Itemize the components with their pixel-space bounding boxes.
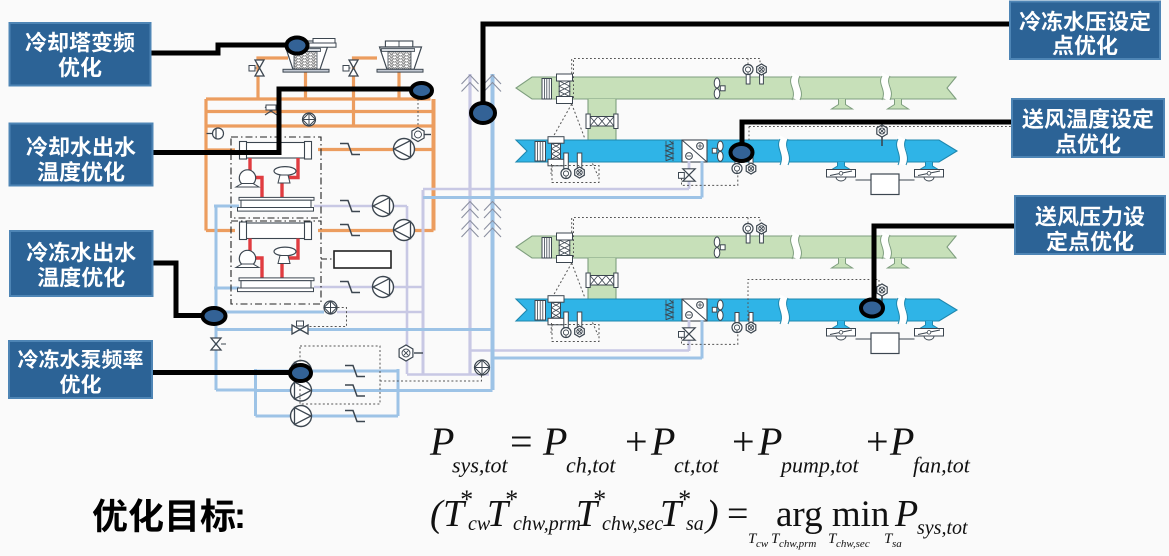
svg-text:): ) xyxy=(704,493,719,535)
svg-text:=: = xyxy=(727,493,748,535)
svg-text:T: T xyxy=(884,531,894,547)
svg-text:sys,tot: sys,tot xyxy=(917,517,968,539)
svg-text:P: P xyxy=(429,419,454,464)
svg-text:P: P xyxy=(650,419,675,464)
svg-text:T: T xyxy=(660,493,684,535)
svg-text:chw,sec: chw,sec xyxy=(602,513,663,535)
svg-text:chw,prm: chw,prm xyxy=(513,513,581,535)
svg-text:T: T xyxy=(443,493,467,535)
svg-text:sa: sa xyxy=(686,513,704,535)
svg-text:T: T xyxy=(828,531,838,547)
svg-text:=: = xyxy=(510,419,533,464)
svg-text:sa: sa xyxy=(892,538,902,550)
svg-text:P: P xyxy=(889,419,914,464)
svg-text:ct,tot: ct,tot xyxy=(674,453,719,478)
svg-text:arg min: arg min xyxy=(776,494,889,535)
svg-text:+: + xyxy=(625,419,648,464)
svg-text:*: * xyxy=(677,485,690,514)
svg-text:T: T xyxy=(487,493,511,535)
svg-text:*: * xyxy=(592,485,605,514)
svg-text:+: + xyxy=(732,419,755,464)
svg-text:cw: cw xyxy=(756,538,769,550)
svg-text:*: * xyxy=(459,485,472,514)
svg-text:ch,tot: ch,tot xyxy=(566,453,616,478)
svg-text:(: ( xyxy=(430,493,445,535)
svg-text::: : xyxy=(234,495,246,536)
svg-text:chw,prm: chw,prm xyxy=(779,538,816,550)
svg-text:cw: cw xyxy=(468,513,491,535)
svg-text:P: P xyxy=(757,419,782,464)
svg-text:fan,tot: fan,tot xyxy=(913,453,971,478)
svg-text:T: T xyxy=(771,531,781,547)
svg-text:T: T xyxy=(576,493,600,535)
svg-text:*: * xyxy=(504,485,517,514)
svg-text:pump,tot: pump,tot xyxy=(779,453,860,478)
svg-text:P: P xyxy=(894,493,918,535)
svg-text:sys,tot: sys,tot xyxy=(452,453,509,478)
svg-text:+: + xyxy=(866,419,889,464)
svg-text:T: T xyxy=(748,531,758,547)
svg-text:chw,sec: chw,sec xyxy=(836,538,870,550)
svg-text:P: P xyxy=(542,419,567,464)
